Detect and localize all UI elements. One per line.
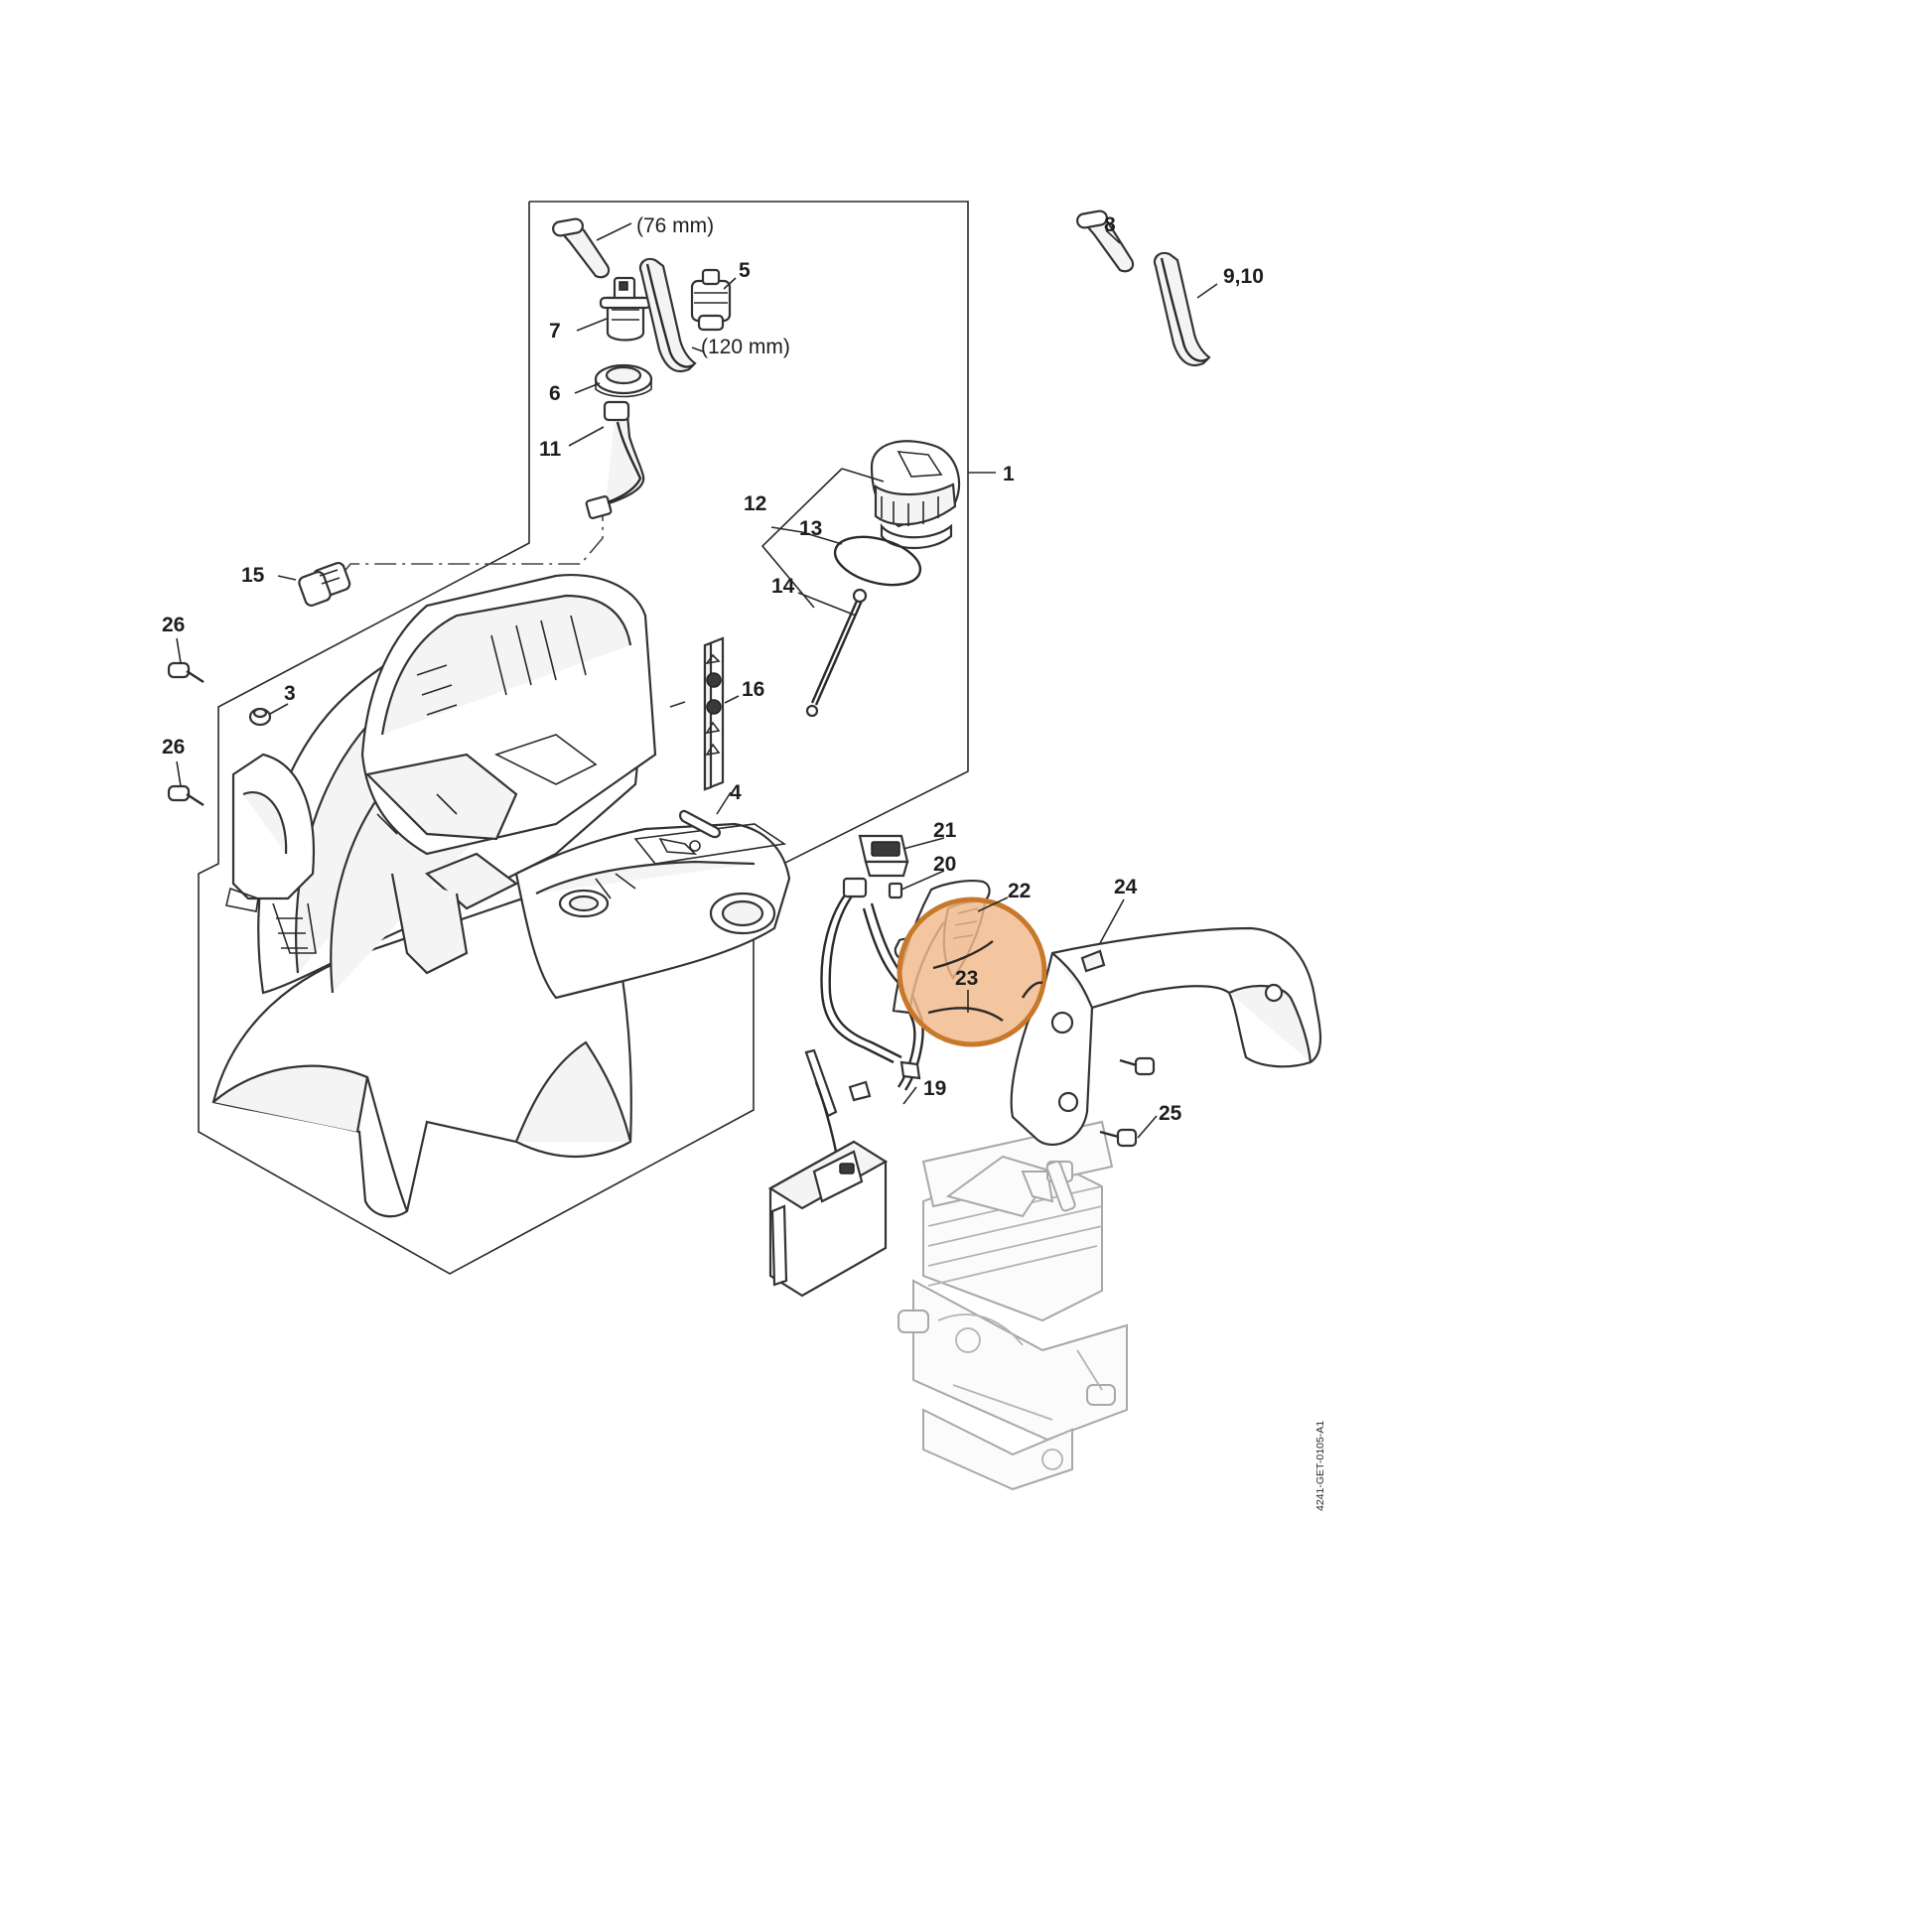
fitting-part-15 — [298, 561, 351, 607]
hose-part-8 — [1076, 209, 1135, 273]
callout-4: 4 — [730, 781, 742, 804]
leader-lines — [176, 222, 1218, 1139]
routing-line-15-11 — [342, 496, 604, 575]
housing-assembly — [211, 574, 791, 1218]
callout-20: 20 — [933, 853, 956, 876]
callout-13: 13 — [799, 517, 822, 540]
hose-part-9-10 — [1153, 251, 1211, 367]
valve-part-5 — [690, 268, 732, 332]
handle-part-24 — [1010, 926, 1322, 1147]
dimension-120mm: (120 mm) — [701, 336, 790, 358]
hose-76mm — [552, 217, 611, 279]
valve-part-7 — [599, 276, 652, 342]
callout-labels: 1 3 4 5 6 7 8 9,10 11 12 13 14 15 16 19 … — [162, 213, 1264, 1125]
callout-8: 8 — [1104, 213, 1116, 236]
callout-26-lower: 26 — [162, 736, 185, 759]
callout-9-10: 9,10 — [1223, 265, 1264, 288]
callout-15: 15 — [241, 564, 265, 587]
callout-11: 11 — [539, 438, 562, 461]
highlight-part-23[interactable] — [897, 897, 1047, 1047]
callout-16: 16 — [742, 678, 764, 701]
callout-7: 7 — [549, 320, 561, 343]
callout-21: 21 — [933, 819, 957, 842]
plug-part-3 — [248, 707, 272, 727]
callout-5: 5 — [739, 259, 751, 282]
callout-26-upper: 26 — [162, 614, 185, 636]
callout-6: 6 — [549, 382, 561, 405]
callout-19: 19 — [923, 1077, 946, 1100]
dimension-76mm: (76 mm) — [636, 214, 714, 237]
callout-22: 22 — [1008, 880, 1031, 902]
warning-label-part-16 — [703, 636, 725, 791]
callout-24: 24 — [1114, 876, 1138, 898]
screw-part-25-upper — [1119, 1056, 1156, 1076]
callout-14: 14 — [771, 575, 795, 598]
callout-3: 3 — [284, 682, 296, 705]
pin-part-4 — [678, 809, 721, 839]
screw-part-26-lower — [167, 784, 205, 807]
drawing-code: 4241-GET-0105-A1 — [1314, 1421, 1326, 1511]
callout-23: 23 — [955, 967, 978, 990]
fuel-cap-part-12 — [870, 440, 961, 550]
screw-part-25-lower — [1099, 1128, 1138, 1148]
o-ring-part-13 — [833, 535, 922, 587]
grommet-part-6 — [594, 363, 653, 398]
screw-part-26-upper — [167, 661, 205, 684]
callout-1: 1 — [1003, 463, 1015, 485]
retainer-part-14 — [805, 588, 868, 718]
hose-120mm — [638, 257, 697, 373]
engine-ghost — [897, 1120, 1128, 1491]
bracket-12-13-14 — [760, 468, 885, 609]
switch-part-21 — [858, 834, 909, 878]
connector-part-20 — [888, 882, 903, 899]
assembly-frame — [198, 201, 969, 1275]
callout-12: 12 — [744, 492, 766, 515]
ignition-module — [767, 1048, 889, 1298]
callout-25: 25 — [1159, 1102, 1182, 1125]
fuel-line-part-11 — [585, 400, 645, 519]
